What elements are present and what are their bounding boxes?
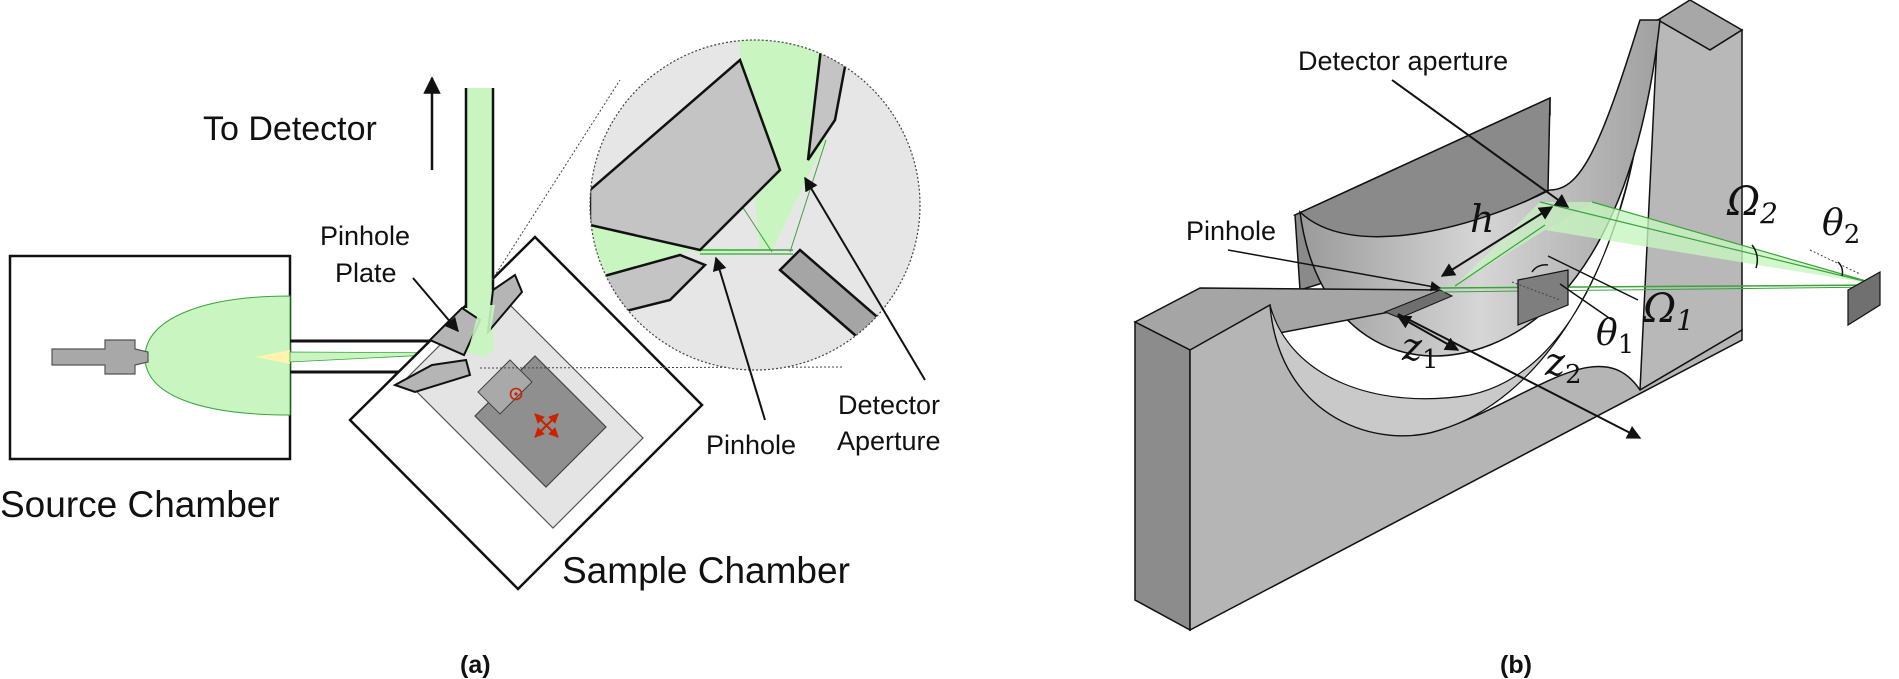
block-tower-face — [1639, 18, 1743, 392]
omega1-label: Ω1 — [1642, 286, 1694, 337]
omega2-label: Ω2 — [1726, 179, 1778, 230]
block-bowl-inner — [1269, 149, 1636, 437]
h-arrow — [1440, 206, 1554, 277]
z1-label: z1 — [1401, 325, 1439, 375]
block-front-face — [1134, 320, 1191, 632]
z2-label: z2 — [1544, 340, 1582, 390]
pinhole-b-label: Pinhole — [1186, 216, 1276, 246]
theta1-label: θ1 — [1596, 313, 1634, 360]
block-ledge — [1383, 289, 1454, 319]
theta2-arc — [1837, 261, 1844, 277]
detector-aperture-pointer — [804, 176, 926, 381]
pinhole-b-pointer — [1227, 249, 1442, 292]
z2-arrow — [1397, 313, 1642, 439]
beam-line-1 — [1439, 284, 1881, 289]
zoom-pinhole-plate-upper — [590, 57, 782, 252]
pinhole-plate-pointer — [412, 277, 459, 333]
theta1-pointer — [1559, 283, 1613, 321]
zoom-inset — [589, 39, 921, 371]
theta2-label: θ2 — [1822, 203, 1860, 250]
theta2-dotted — [1809, 249, 1861, 275]
detector-aperture-b-pointer — [1391, 79, 1570, 208]
h-label: h — [1470, 197, 1494, 241]
to-detector-label: To Detector — [203, 110, 377, 148]
detector-tube-walls — [464, 88, 495, 308]
omega2-arc — [1751, 244, 1759, 269]
pinhole-plate-lower — [392, 358, 472, 394]
beam-line-2 — [1439, 286, 1881, 293]
panel-a-caption: (a) — [460, 651, 491, 679]
omega1-pointer — [1547, 255, 1639, 301]
out-of-plane-dot — [514, 392, 518, 396]
pinhole-label: Pinhole — [706, 430, 796, 460]
pinhole-plate-label-1: Pinhole — [320, 221, 410, 251]
z1-arrow — [1396, 315, 1460, 351]
panel-b-caption: (b) — [1500, 651, 1532, 679]
pinhole-plate-label-2: Plate — [335, 258, 397, 288]
zoom-line-top — [491, 79, 621, 281]
source-chamber-label: Source Chamber — [0, 484, 280, 525]
sample-chamber-label: Sample Chamber — [562, 550, 850, 591]
source-plume-tip — [255, 350, 290, 364]
nozzle — [51, 339, 149, 375]
beam-line-4 — [1591, 201, 1881, 286]
detector-plate-b — [1847, 270, 1881, 327]
stage-top — [477, 359, 533, 415]
theta1-dotted — [1511, 281, 1561, 301]
out-of-plane-marker — [509, 387, 523, 401]
detector-aperture-b-label: Detector aperture — [1298, 46, 1508, 76]
theta1-arc — [1531, 264, 1549, 273]
aperture-plate-b — [1517, 269, 1569, 326]
panel-b: h z1 z2 θ1 Ω1 Ω2 θ2 Detector aperture Pi… — [1133, 0, 1881, 679]
beam-cone — [468, 305, 495, 358]
stage-motion-arrows — [534, 413, 559, 438]
pinhole-pointer — [712, 256, 766, 421]
beam-line-3 — [1539, 201, 1881, 286]
panel-a: To Detector Pinhole Plate — [0, 39, 941, 679]
detector-aperture-label-2: Aperture — [837, 426, 941, 456]
detector-aperture-label-1: Detector — [838, 390, 940, 420]
zoom-aperture-plate-upper — [806, 40, 852, 161]
